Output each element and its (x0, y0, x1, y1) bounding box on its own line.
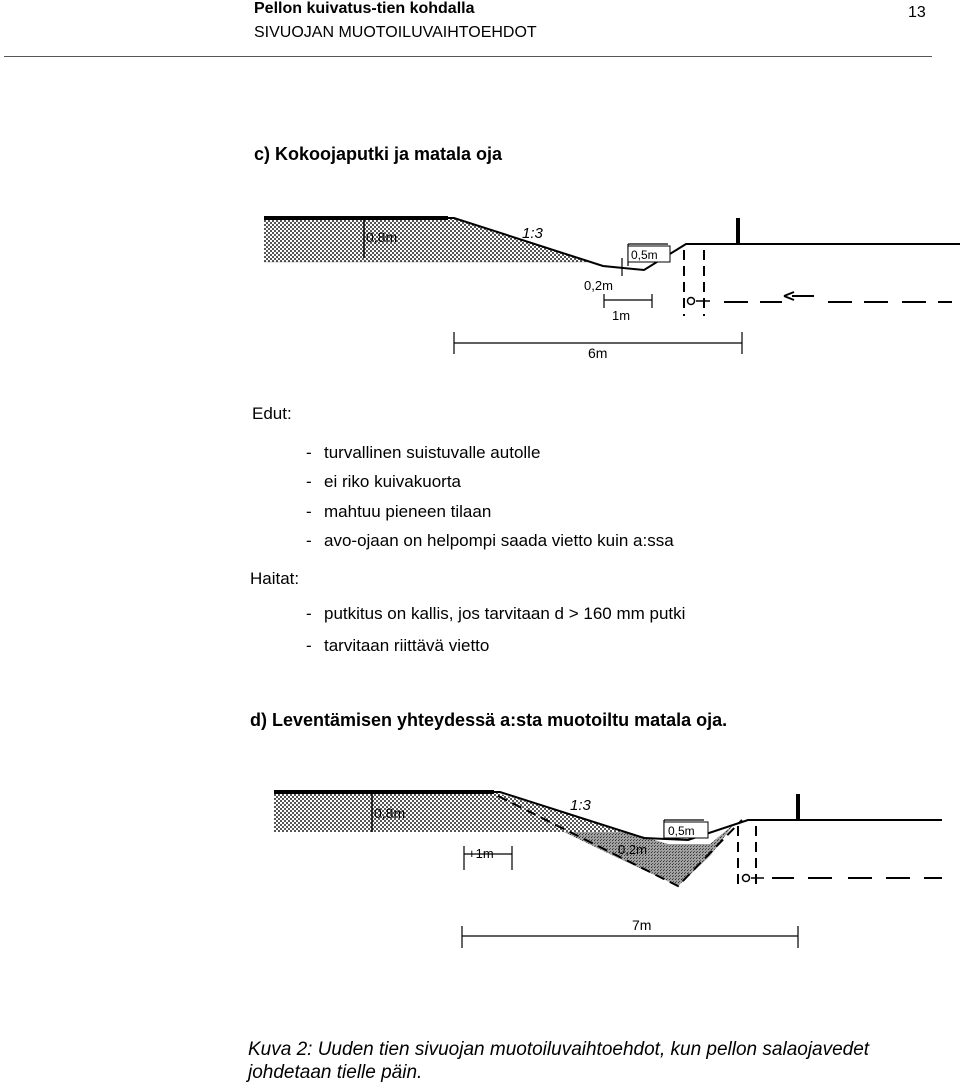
advantage-item: -avo-ojaan on helpompi saada vietto kuin… (306, 531, 674, 550)
figure-c-depth-label: 0,8m (366, 229, 397, 245)
figure-d-soil-layer (274, 792, 628, 832)
figure-caption: Kuva 2: Uuden tien sivuojan muotoiluvaih… (248, 1039, 870, 1083)
header-divider (4, 56, 932, 57)
disadvantage-item: -tarvitaan riittävä vietto (306, 636, 490, 655)
figure-d-slope-label: 1:3 (570, 797, 592, 814)
advantage-item: -mahtuu pieneen tilaan (306, 502, 492, 521)
advantage-item: -turvallinen suistuvalle autolle (306, 443, 541, 462)
figure-c-total-label: 6m (588, 345, 607, 361)
figure-c-top-label: 0,5m (631, 248, 658, 262)
figure-d-bottom-label: 0,2m (618, 842, 647, 857)
figure-d-ground-profile (494, 791, 942, 842)
advantages-label: Edut: (252, 404, 292, 423)
header-subtitle: SIVUOJAN MUOTOILUVAIHTOEHDOT (254, 24, 537, 41)
figure-c-drain-pipe (686, 296, 696, 306)
figure-d-depth-label: 0,8m (374, 805, 405, 821)
advantage-item: -ei riko kuivakuorta (306, 472, 462, 491)
figure-d-widen-label: +1m (468, 846, 494, 861)
figure-c-bottom-label: 0,2m (584, 278, 613, 293)
figure-d-top-label: 0,5m (668, 824, 695, 838)
page-number: 13 (908, 4, 926, 21)
figure-d-cross-section: 0,8m 1:3 0,5m 0,2m +1m 7m (274, 790, 942, 948)
disadvantages-label: Haitat: (250, 569, 300, 588)
header-title: Pellon kuivatus-tien kohdalla (254, 0, 475, 17)
figure-d-drain-pipe (741, 873, 751, 883)
figure-c-slope-label: 1:3 (522, 225, 544, 242)
figure-c-soil-layer (264, 218, 588, 262)
figure-c-flow-arrow (724, 291, 952, 303)
disadvantage-item: -putkitus on kallis, jos tarvitaan d > 1… (306, 604, 686, 623)
figure-d-total-label: 7m (632, 917, 651, 933)
figure-d-fill-layer (564, 824, 734, 886)
section-d-heading: d) Leventämisen yhteydessä a:sta muotoil… (250, 710, 728, 730)
section-c-heading: c) Kokoojaputki ja matala oja (254, 144, 503, 164)
figure-c-width-label: 1m (612, 308, 630, 323)
figure-c-cross-section: 0,8m 1:3 0,5m 0,2m 1m 6m (264, 216, 960, 361)
